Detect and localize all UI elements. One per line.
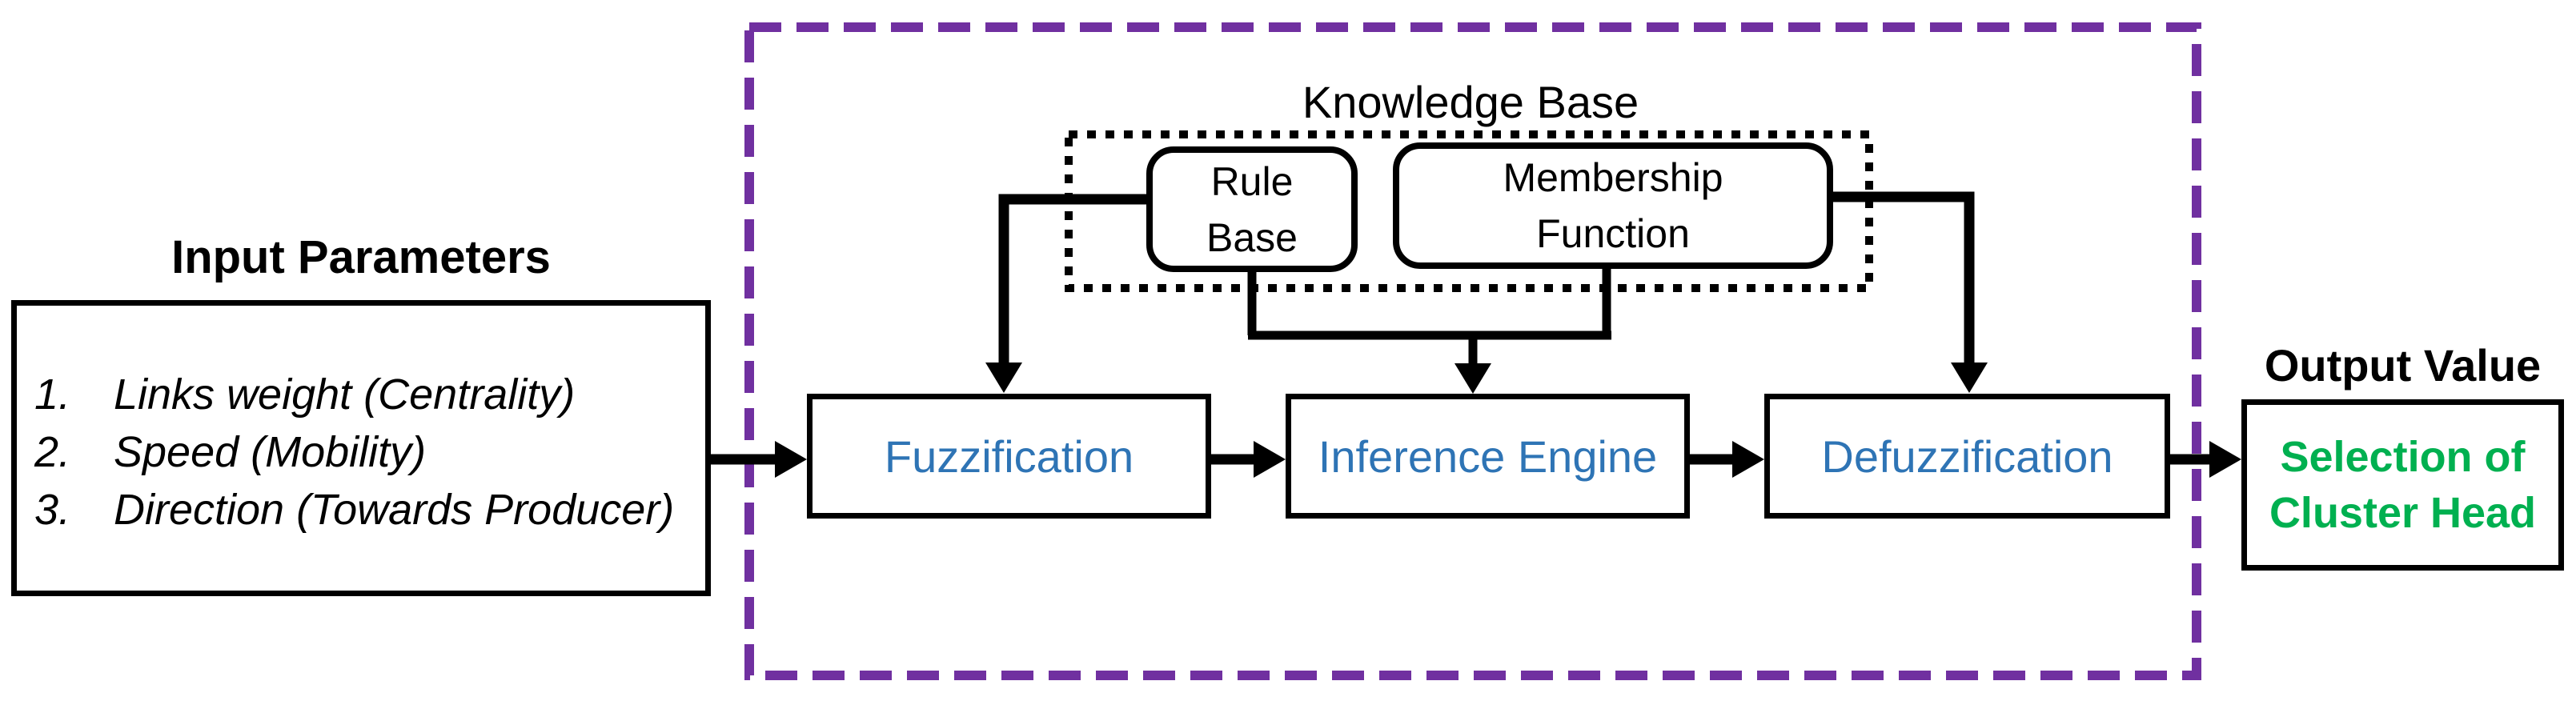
arrow-defuzzification-to-output-head [2209, 441, 2241, 478]
output-result-box: Selection of Cluster Head [2241, 399, 2564, 571]
arrow-fuzzification-to-inference-head [1254, 441, 1286, 478]
fuzzy-system-boundary [744, 22, 2201, 680]
membership-function-label-line2: Function [1536, 211, 1690, 256]
arrow-membership-to-defuzzification-head [1951, 363, 1988, 393]
input-item-3-number: 3. [34, 486, 71, 534]
inference-engine-label: Inference Engine [1318, 431, 1658, 482]
input-item-3: 3. Direction (Towards Producer) [17, 481, 705, 539]
input-item-1-text: Links weight (Centrality) [114, 371, 576, 419]
connector-rulebase-to-fuzzification [998, 194, 1146, 365]
fuzzification-node: Fuzzification [807, 394, 1211, 519]
knowledge-base-frame [1065, 130, 1873, 292]
input-item-1: 1. Links weight (Centrality) [17, 366, 705, 423]
defuzzification-label: Defuzzification [1821, 431, 2113, 482]
input-parameters-title: Input Parameters [171, 231, 551, 283]
membership-function-node: Membership Function [1393, 142, 1833, 269]
connector-membership-to-defuzzification [1833, 191, 1975, 365]
output-result-line2: Cluster Head [2269, 489, 2537, 537]
input-item-1-number: 1. [34, 371, 71, 419]
arrow-input-to-fuzzification-head [775, 441, 807, 478]
input-item-2-number: 2. [34, 428, 71, 476]
input-item-2: 2. Speed (Mobility) [17, 423, 705, 481]
membership-function-label-line1: Membership [1503, 155, 1723, 200]
inference-engine-node: Inference Engine [1286, 394, 1690, 519]
arrow-knowledge-to-inference-head [1455, 363, 1491, 394]
input-item-2-text: Speed (Mobility) [114, 428, 427, 476]
input-parameters-box: 1. Links weight (Centrality) 2. Speed (M… [11, 300, 711, 596]
output-result-line1: Selection of [2280, 433, 2526, 481]
rule-base-node: Rule Base [1146, 146, 1358, 272]
arrow-rulebase-to-fuzzification-head [985, 363, 1022, 393]
fuzzification-label: Fuzzification [884, 431, 1134, 482]
defuzzification-node: Defuzzification [1764, 394, 2170, 519]
arrow-inference-to-defuzzification-head [1732, 441, 1764, 478]
input-item-3-text: Direction (Towards Producer) [114, 486, 675, 534]
rule-base-label-line2: Base [1206, 214, 1298, 260]
rule-base-label-line1: Rule [1210, 158, 1294, 204]
output-value-title: Output Value [2264, 340, 2542, 391]
knowledge-base-title: Knowledge Base [1302, 77, 1639, 127]
